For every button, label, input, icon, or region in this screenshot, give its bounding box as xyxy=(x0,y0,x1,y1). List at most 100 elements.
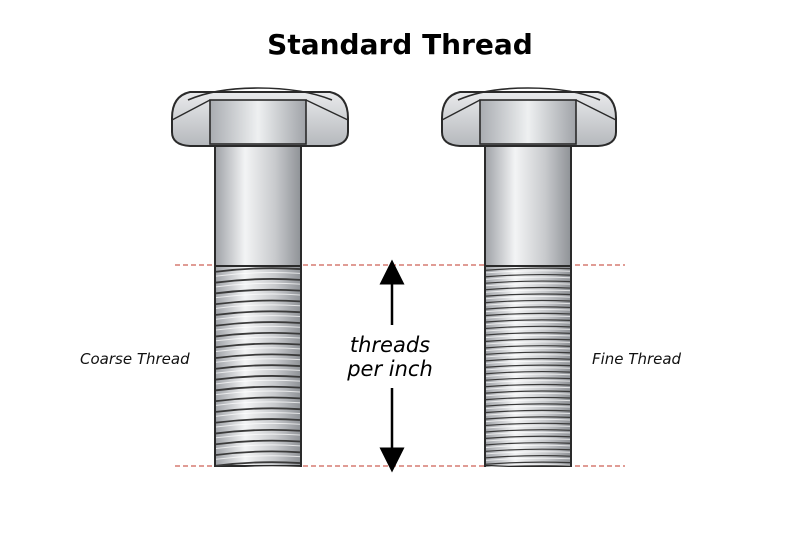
thread-highlight xyxy=(485,347,571,351)
thread-highlight xyxy=(485,399,571,403)
thread-highlight xyxy=(485,341,571,345)
thread-ridge xyxy=(215,461,301,467)
thread-highlight xyxy=(485,283,571,287)
thread-highlight xyxy=(485,412,571,416)
thread-ridge xyxy=(485,351,571,355)
thread-ridge xyxy=(485,364,571,368)
threads-per-inch-label-line2: per inch xyxy=(347,357,433,381)
thread-highlight xyxy=(215,422,301,428)
thread-highlight xyxy=(215,401,301,406)
thread-ridge xyxy=(485,306,571,310)
coarse-bolt-head xyxy=(171,87,349,147)
thread-ridge xyxy=(215,321,301,327)
thread-ridge xyxy=(215,331,301,338)
thread-ridge xyxy=(215,396,301,402)
thread-highlight xyxy=(215,358,301,363)
thread-ridge xyxy=(485,390,571,394)
thread-highlight xyxy=(215,325,301,331)
thread-highlight xyxy=(485,360,571,364)
fine-bolt xyxy=(441,87,617,468)
thread-highlight xyxy=(215,315,301,320)
thread-ridge xyxy=(215,342,301,349)
thread-ridge xyxy=(215,418,301,424)
coarse-bolt xyxy=(171,87,349,471)
diagram-title: Standard Thread xyxy=(267,28,533,61)
thread-highlight xyxy=(215,390,301,396)
thread-ridge xyxy=(485,448,571,452)
thread-highlight xyxy=(485,373,571,377)
thread-highlight xyxy=(485,431,571,436)
thread-highlight xyxy=(215,433,301,439)
thread-highlight xyxy=(485,464,571,468)
thread-highlight xyxy=(485,393,571,397)
thread-ridge xyxy=(485,461,571,465)
thread-ridge xyxy=(485,403,571,407)
fine-thread-label: Fine Thread xyxy=(592,350,682,368)
thread-highlight xyxy=(215,455,301,460)
thread-highlight xyxy=(215,465,301,471)
thread-ridge xyxy=(215,375,301,381)
thread-ridge xyxy=(485,370,571,375)
thread-ridge xyxy=(485,455,571,459)
thread-highlight xyxy=(215,379,301,385)
thread-ridge xyxy=(215,364,301,370)
thread-highlight xyxy=(215,412,301,417)
thread-ridge xyxy=(215,267,301,273)
thread-ridge xyxy=(215,278,301,284)
thread-ridge xyxy=(215,288,301,295)
thread-highlight xyxy=(485,425,571,429)
thread-highlight xyxy=(485,386,571,390)
coarse-thread-lines xyxy=(215,267,301,471)
thread-ridge xyxy=(485,267,571,271)
thread-highlight xyxy=(485,444,571,448)
thread-ridge xyxy=(485,358,571,362)
fine-bolt-shank xyxy=(484,145,572,267)
thread-ridge xyxy=(215,428,301,435)
thread-ridge xyxy=(485,325,571,330)
thread-ridge xyxy=(485,345,571,349)
thread-highlight xyxy=(485,270,571,274)
thread-ridge xyxy=(485,409,571,414)
thread-highlight xyxy=(215,368,301,374)
thread-highlight xyxy=(485,457,571,461)
thread-highlight xyxy=(485,451,571,455)
thread-ridge xyxy=(485,286,571,291)
thread-ridge xyxy=(215,450,301,456)
thread-ridge xyxy=(485,338,571,342)
thread-highlight xyxy=(485,438,571,442)
thread-highlight xyxy=(485,315,571,319)
thread-ridge xyxy=(485,429,571,433)
thread-ridge xyxy=(215,439,301,446)
thread-highlight xyxy=(215,304,301,309)
thread-highlight xyxy=(485,367,571,371)
thread-ridge xyxy=(485,396,571,401)
thread-highlight xyxy=(215,282,301,288)
thread-ridge xyxy=(485,332,571,336)
coarse-thread-label: Coarse Thread xyxy=(80,350,190,368)
thread-highlight xyxy=(485,328,571,332)
thread-highlight xyxy=(485,321,571,326)
thread-highlight xyxy=(485,308,571,313)
thread-highlight xyxy=(485,302,571,306)
thread-highlight xyxy=(215,444,301,450)
thread-ridge xyxy=(485,299,571,304)
thread-ridge xyxy=(485,442,571,446)
thread-ridge xyxy=(485,319,571,323)
thread-highlight xyxy=(485,380,571,384)
thread-highlight xyxy=(485,405,571,410)
thread-highlight xyxy=(215,293,301,299)
thread-ridge xyxy=(485,280,571,284)
thread-ridge xyxy=(485,377,571,381)
thread-ridge xyxy=(485,273,571,278)
thread-highlight xyxy=(485,354,571,358)
thread-highlight xyxy=(485,276,571,280)
thread-highlight xyxy=(215,347,301,353)
thread-ridge xyxy=(215,385,301,392)
thread-ridge xyxy=(215,407,301,413)
thread-ridge xyxy=(485,293,571,297)
thread-highlight xyxy=(485,289,571,293)
coarse-bolt-shank xyxy=(214,145,302,267)
thread-ridge xyxy=(215,310,301,316)
